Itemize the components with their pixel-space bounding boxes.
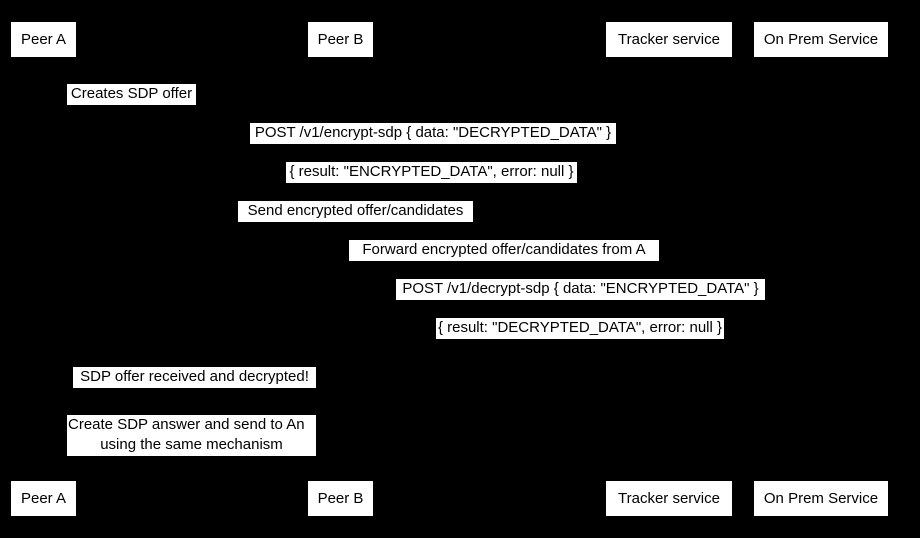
participant-foot-peer-a[interactable]: Peer A bbox=[10, 480, 77, 517]
message-label-creates-sdp-offer: Creates SDP offer bbox=[67, 84, 196, 105]
message-label-forward-encrypted-offer: Forward encrypted offer/candidates from … bbox=[349, 240, 659, 261]
message-label-create-sdp-answer: Create SDP answer and send to An using t… bbox=[67, 415, 316, 456]
lifeline-peer-b bbox=[340, 58, 341, 480]
message-label-post-encrypt-sdp: POST /v1/encrypt-sdp { data: "DECRYPTED_… bbox=[250, 123, 616, 144]
participant-foot-peer-b[interactable]: Peer B bbox=[307, 480, 374, 517]
participant-head-on-prem-service[interactable]: On Prem Service bbox=[753, 21, 889, 58]
message-label-send-encrypted-offer: Send encrypted offer/candidates bbox=[238, 201, 473, 222]
message-label-sdp-offer-received: SDP offer received and decrypted! bbox=[73, 367, 316, 388]
message-label-create-sdp-answer-line2: using the same mechanism bbox=[100, 436, 283, 453]
lifeline-peer-a bbox=[43, 58, 44, 480]
arrow-send-encrypted-offer bbox=[43, 222, 340, 223]
message-label-encrypt-sdp-result: { result: "ENCRYPTED_DATA", error: null … bbox=[286, 162, 577, 183]
message-label-post-decrypt-sdp: POST /v1/decrypt-sdp { data: "ENCRYPTED_… bbox=[396, 279, 765, 300]
arrow-forward-encrypted-offer bbox=[340, 261, 668, 262]
arrow-post-encrypt-sdp bbox=[43, 144, 820, 145]
lifeline-tracker-service bbox=[668, 58, 669, 480]
message-label-decrypt-sdp-result: { result: "DECRYPTED_DATA", error: null … bbox=[436, 318, 724, 339]
participant-head-peer-b[interactable]: Peer B bbox=[307, 21, 374, 58]
lifeline-on-prem-service bbox=[820, 58, 821, 480]
participant-head-peer-a[interactable]: Peer A bbox=[10, 21, 77, 58]
participant-foot-tracker-service[interactable]: Tracker service bbox=[605, 480, 733, 517]
participant-foot-on-prem-service[interactable]: On Prem Service bbox=[753, 480, 889, 517]
arrow-encrypt-sdp-result bbox=[43, 183, 820, 184]
arrow-post-decrypt-sdp bbox=[340, 300, 820, 301]
arrow-decrypt-sdp-result bbox=[340, 339, 820, 340]
message-label-create-sdp-answer-line1: Create SDP answer and send to An bbox=[68, 416, 305, 433]
participant-head-tracker-service[interactable]: Tracker service bbox=[605, 21, 733, 58]
